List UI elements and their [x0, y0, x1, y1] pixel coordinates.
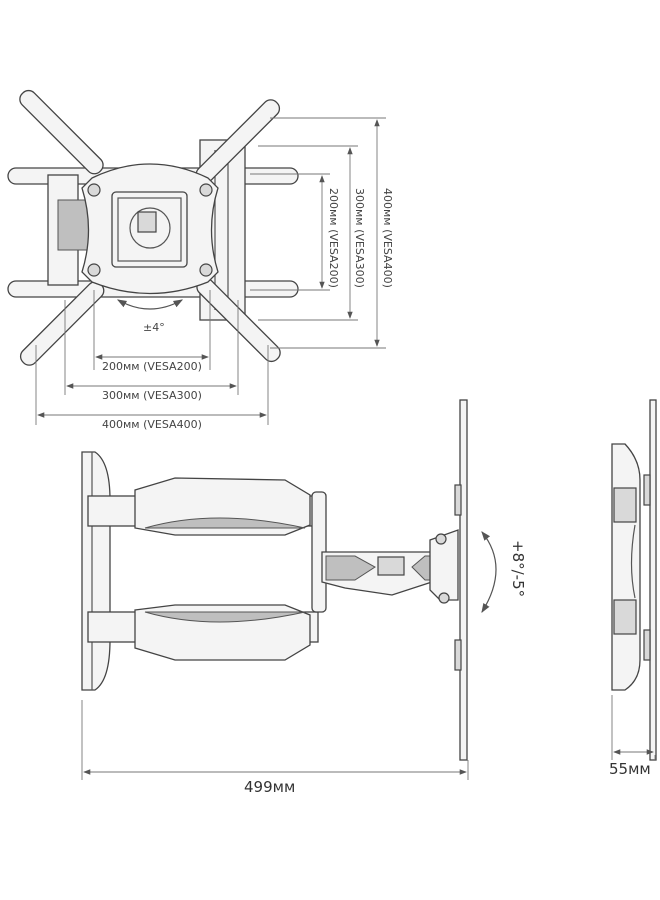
dimension-label-h-200: 200мм (VESA200)	[102, 360, 202, 373]
front-view	[7, 89, 386, 425]
depth-dimension-label: 55мм	[609, 760, 651, 778]
extension-dimension-label: 499мм	[244, 778, 296, 796]
dimension-label-h-400: 400мм (VESA400)	[102, 418, 202, 431]
tilt-label-front: ±4°	[143, 321, 165, 334]
profile-view	[611, 399, 657, 761]
tilt-label-side: +8°/-5°	[509, 540, 527, 598]
dimension-label-h-300: 300мм (VESA300)	[102, 389, 202, 402]
dimension-label-v-200: 200мм (VESA200)	[327, 188, 340, 288]
side-view	[81, 399, 497, 780]
dimension-label-v-400: 400мм (VESA400)	[381, 188, 394, 288]
dimension-label-v-300: 300мм (VESA300)	[353, 188, 366, 288]
